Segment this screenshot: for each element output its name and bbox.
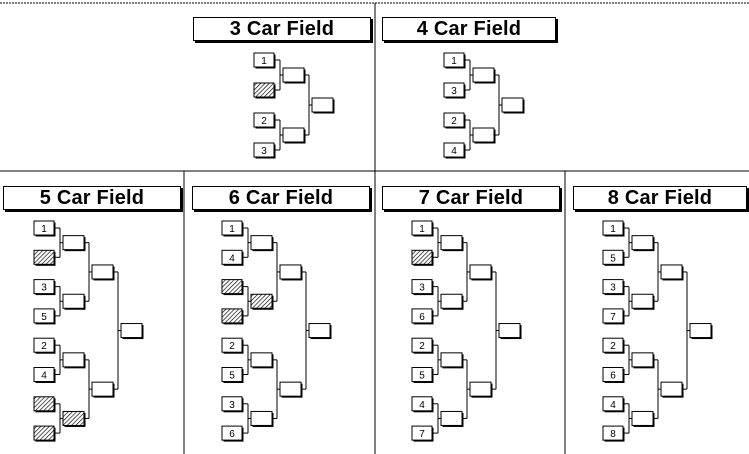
- seed-number: 7: [419, 429, 425, 440]
- seed-number: 1: [41, 224, 47, 235]
- seed-number: 1: [451, 56, 457, 67]
- round-1-box: [250, 235, 273, 251]
- panel-title-7-car: 7 Car Field: [382, 186, 560, 210]
- seed-number: 3: [41, 283, 47, 294]
- seed-number: 2: [41, 341, 47, 352]
- round-1-box: [250, 352, 273, 368]
- seed-number: 4: [610, 400, 616, 411]
- round-2-box: [311, 97, 334, 113]
- seed-number: 7: [610, 312, 616, 323]
- round-2-box: [279, 381, 302, 397]
- seed-number: 3: [229, 400, 235, 411]
- round-3-box: [120, 323, 143, 339]
- round-3-box: [689, 323, 712, 339]
- seed-number: 2: [419, 341, 425, 352]
- round-2-box: [501, 97, 524, 113]
- seed-number: 5: [419, 371, 425, 382]
- round-1-box: [631, 410, 654, 426]
- round-1-box: [440, 293, 463, 309]
- seed-number: 2: [610, 341, 616, 352]
- seed-number: 6: [419, 312, 425, 323]
- round-2-box: [469, 381, 492, 397]
- seed-number: 3: [610, 283, 616, 294]
- round-1-box: [282, 127, 305, 143]
- panel-title-4-car: 4 Car Field: [382, 17, 556, 41]
- panel-title-3-car: 3 Car Field: [193, 17, 371, 41]
- panel-title-6-car: 6 Car Field: [192, 186, 370, 210]
- seed-number: 1: [610, 224, 616, 235]
- round-1-box: [631, 352, 654, 368]
- seed-number: 4: [229, 253, 235, 264]
- bye-slot: [33, 425, 55, 441]
- bye-slot: [221, 279, 243, 295]
- seed-number: 2: [261, 116, 267, 127]
- seed-number: 1: [229, 224, 235, 235]
- panel-title-5-car: 5 Car Field: [3, 186, 181, 210]
- round-2-box: [469, 264, 492, 280]
- seed-number: 2: [451, 116, 457, 127]
- seed-number: 5: [610, 253, 616, 264]
- round-1-box: [440, 410, 463, 426]
- round-1-box: [62, 235, 85, 251]
- round-1-box: [62, 410, 85, 426]
- round-2-box: [91, 381, 114, 397]
- seed-number: 2: [229, 341, 235, 352]
- seed-number: 8: [610, 429, 616, 440]
- bye-slot: [411, 249, 433, 265]
- round-1-box: [631, 293, 654, 309]
- round-1-box: [631, 235, 654, 251]
- seed-number: 4: [451, 146, 457, 157]
- seed-number: 5: [41, 312, 47, 323]
- bye-slot: [33, 396, 55, 412]
- seed-number: 5: [229, 371, 235, 382]
- seed-number: 6: [610, 371, 616, 382]
- seed-number: 1: [261, 56, 267, 67]
- seed-number: 3: [261, 146, 267, 157]
- round-1-box: [440, 352, 463, 368]
- round-3-box: [498, 323, 521, 339]
- round-3-box: [308, 323, 331, 339]
- round-1-box: [62, 293, 85, 309]
- seed-number: 1: [419, 224, 425, 235]
- round-2-box: [279, 264, 302, 280]
- panel-title-8-car: 8 Car Field: [573, 186, 747, 210]
- seed-number: 3: [419, 283, 425, 294]
- round-1-box: [62, 352, 85, 368]
- bye-slot: [221, 308, 243, 324]
- seed-number: 4: [41, 371, 47, 382]
- bye-slot: [33, 249, 55, 265]
- seed-number: 4: [419, 400, 425, 411]
- bye-slot: [253, 82, 275, 98]
- round-1-box: [472, 127, 495, 143]
- round-1-box: [472, 67, 495, 83]
- round-1-box: [250, 410, 273, 426]
- round-2-box: [660, 381, 683, 397]
- round-2-box: [91, 264, 114, 280]
- seed-number: 6: [229, 429, 235, 440]
- seed-number: 3: [451, 86, 457, 97]
- round-1-box: [440, 235, 463, 251]
- round-2-box: [660, 264, 683, 280]
- round-1-box: [250, 293, 273, 309]
- round-1-box: [282, 67, 305, 83]
